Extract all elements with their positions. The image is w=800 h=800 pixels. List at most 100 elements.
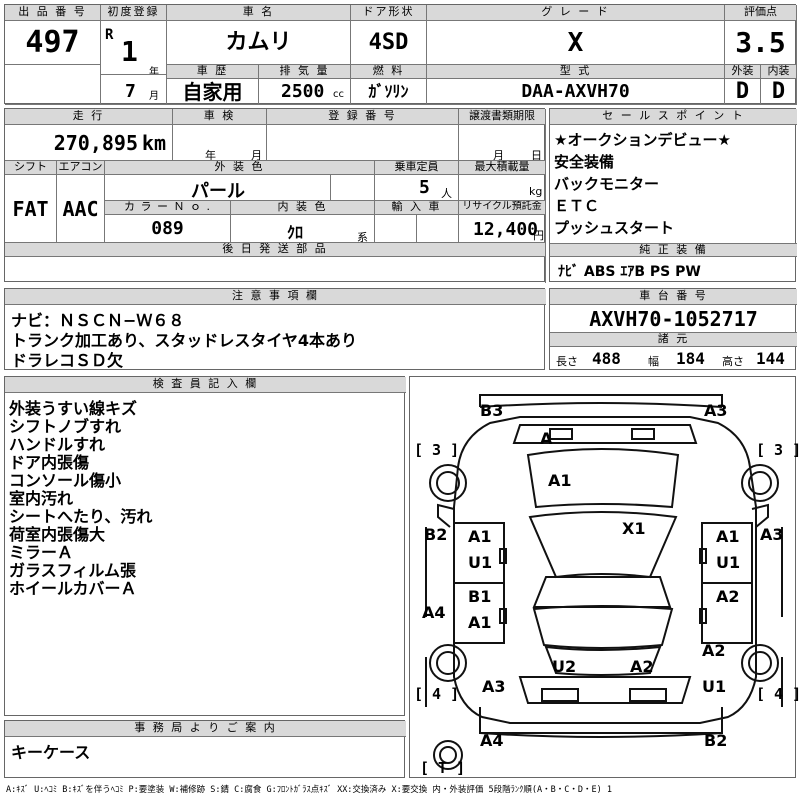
import-cell-a xyxy=(375,215,417,243)
car-name: カムリ xyxy=(167,21,351,65)
damage-mark: A1 xyxy=(716,527,740,546)
displacement-cell: 2500 cc xyxy=(259,79,351,105)
damage-mark: A4 xyxy=(480,731,504,750)
color-cell: パール xyxy=(105,175,331,201)
bracket-rear-right: [ 4 ] xyxy=(756,685,800,703)
month-unit: 月 xyxy=(149,91,159,102)
bracket-front-left: [ 3 ] xyxy=(414,441,460,459)
ext-label: 外装 xyxy=(725,65,761,79)
shift-label: シフト xyxy=(5,161,57,175)
model-label: 型 式 xyxy=(427,65,725,79)
inspector-line: ガラスフィルム張 xyxy=(9,561,137,580)
color-no: 089 xyxy=(105,215,231,243)
later-parts-cell xyxy=(5,257,546,283)
inspection-label: 車 検 xyxy=(173,109,267,125)
sales-point-item: ★オークションデビュー★ xyxy=(554,131,731,149)
import-cell-b xyxy=(417,215,459,243)
inspector-line: 外装うすい線キズ xyxy=(9,399,138,418)
transfer-label: 譲渡書類期限 xyxy=(459,109,546,125)
displacement-unit: cc xyxy=(333,89,344,100)
inspector-line: ホイールカバーＡ xyxy=(9,579,137,598)
damage-mark: A3 xyxy=(482,677,506,696)
bracket-rear-left: [ 4 ] xyxy=(414,685,460,703)
history: 自家用 xyxy=(167,79,259,105)
chassis-label: 車 台 番 号 xyxy=(550,289,797,305)
transfer-day-unit: 日 xyxy=(531,149,542,161)
reg-month: 7 xyxy=(125,81,136,102)
color-no-label: カ ラ ー Ｎ ｏ . xyxy=(105,201,231,215)
damage-mark: A2 xyxy=(702,641,726,660)
damage-mark: A2 xyxy=(716,587,740,606)
office-note: キーケース xyxy=(11,743,91,762)
shift: FAT xyxy=(5,175,57,243)
car-diagram: [ 3 ] [ 3 ] [ 4 ] [ 4 ] [ T ] B3 A3 A A1… xyxy=(409,376,800,778)
length: 488 xyxy=(592,349,621,368)
later-parts-label: 後 日 発 送 部 品 xyxy=(5,243,546,257)
ac-label: エアコン xyxy=(57,161,105,175)
interior: ｸﾛ xyxy=(287,223,304,242)
damage-mark: U1 xyxy=(468,553,493,572)
inspector-box: 検 査 員 記 入 欄 外装うすい線キズ シフトノブすれ ハンドルすれ ドア内張… xyxy=(4,376,406,716)
sales-point-item: プッシュスタート xyxy=(554,219,675,237)
recycle-cell: 12,400 円 xyxy=(459,215,546,243)
loadcap-cell: kg xyxy=(459,175,546,201)
reg-year: 1 xyxy=(121,35,138,68)
transfer-cell: 月 日 xyxy=(459,125,546,161)
history-label: 車 歴 xyxy=(167,65,259,79)
damage-mark: B2 xyxy=(424,525,448,544)
recycle-label: リサイクル預託金 xyxy=(459,201,546,215)
note-line: ナビ：ＮＳＣＮ−Ｗ６８ xyxy=(11,311,185,330)
vehicle-details-grid: 走 行 車 検 登 録 番 号 譲渡書類期限 270,895 km 年 月 月 … xyxy=(4,108,546,283)
height-label: 高さ xyxy=(722,355,744,368)
damage-mark: U2 xyxy=(552,657,577,676)
inspector-line: シフトノブすれ xyxy=(9,417,122,436)
damage-mark: A1 xyxy=(468,527,492,546)
fuel: ｶﾞｿﾘﾝ xyxy=(351,79,427,105)
inspector-line: ミラーＡ xyxy=(9,543,74,562)
damage-mark: A1 xyxy=(468,613,492,632)
insp-month-unit: 月 xyxy=(251,149,262,161)
damage-mark: B1 xyxy=(468,587,492,606)
sales-point-item: 安全装備 xyxy=(554,153,615,171)
inspector-line: コンソール傷小 xyxy=(9,471,122,490)
insp-year-unit: 年 xyxy=(205,149,216,161)
damage-mark: U1 xyxy=(702,677,727,696)
capacity: 5 xyxy=(419,177,430,198)
score-label: 評価点 xyxy=(725,5,797,21)
equipment: ﾅﾋﾞ ABS ｴｱB PS PW xyxy=(558,264,701,280)
door: 4SD xyxy=(351,21,427,65)
note-line: ドラレコＳＤ欠 xyxy=(11,351,124,370)
capacity-cell: 5 人 xyxy=(375,175,459,201)
color: パール xyxy=(191,181,245,201)
lot-no: 497 xyxy=(5,21,101,65)
inspector-line: シートへたり、汚れ xyxy=(9,507,153,526)
interior-unit: 系 xyxy=(357,231,368,243)
car-outline xyxy=(425,394,783,770)
legend: A:ｷｽﾞ U:ﾍｺﾐ B:ｷｽﾞを伴うﾍｺﾐ P:要塗装 W:補修跡 S:錆 … xyxy=(6,785,612,795)
mileage: 270,895 xyxy=(53,131,138,155)
model: DAA-AXVH70 xyxy=(427,79,725,105)
damage-mark: A xyxy=(540,429,553,448)
sales-point-item: ＥＴＣ xyxy=(554,197,600,215)
damage-mark: A4 xyxy=(422,603,446,622)
score: 3.5 xyxy=(725,21,797,65)
sales-point-item: バックモニター xyxy=(554,175,660,193)
loadcap-unit: kg xyxy=(529,185,543,198)
damage-mark: A2 xyxy=(630,657,654,676)
year-unit: 年 xyxy=(149,67,159,75)
first-reg-year: R 1 年 xyxy=(101,21,167,75)
era: R xyxy=(105,27,114,43)
inspector-line: ハンドルすれ xyxy=(9,435,106,454)
lot-no-label: 出 品 番 号 xyxy=(5,5,101,21)
bracket-tire: [ T ] xyxy=(420,759,466,777)
displacement-label: 排 気 量 xyxy=(259,65,351,79)
first-reg-month: 7 月 xyxy=(101,75,167,105)
notes-box: 注 意 事 項 欄 ナビ：ＮＳＣＮ−Ｗ６８ トランク加工あり、スタッドレスタイヤ… xyxy=(4,288,546,370)
inspector-line: 荷室内張傷大 xyxy=(9,525,106,544)
int-score: D xyxy=(761,79,797,105)
grade: X xyxy=(427,21,725,65)
dims-label: 諸 元 xyxy=(550,333,797,347)
sales-points-box: セ ー ル ス ポ イ ン ト ★オークションデビュー★ 安全装備 バックモニタ… xyxy=(549,108,797,282)
damage-mark: A3 xyxy=(760,525,784,544)
damage-mark: A3 xyxy=(704,401,728,420)
